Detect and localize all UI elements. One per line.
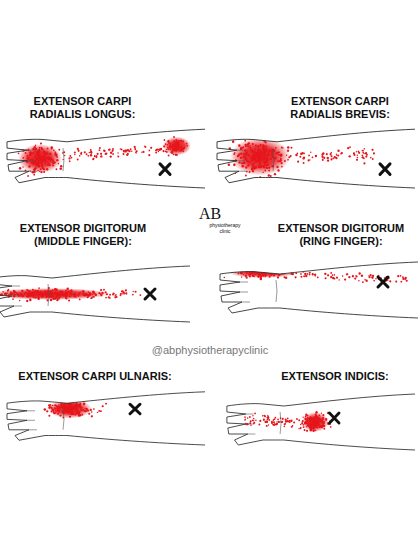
muscle-heading: EXTENSOR DIGITORUM (MIDDLE FINGER):	[8, 222, 158, 248]
trigger-point-x	[130, 404, 140, 414]
forearm-figure	[7, 129, 205, 188]
pain-pattern	[0, 287, 141, 302]
forearm-figure	[217, 129, 415, 188]
muscle-heading: EXTENSOR CARPI ULNARIS:	[10, 370, 180, 383]
forearm-figure	[227, 394, 415, 450]
pain-pattern	[44, 398, 107, 419]
forearm-figure	[220, 262, 418, 318]
pain-pattern	[228, 137, 375, 179]
muscle-heading: EXTENSOR DIGITORUM (RING FINGER):	[266, 222, 416, 248]
watermark: @abphysiotherapyclinic	[95, 344, 325, 356]
muscle-heading: EXTENSOR CARPI RADIALIS BREVIS:	[275, 95, 405, 121]
trigger-point-x	[380, 164, 390, 175]
pain-pattern	[244, 411, 331, 432]
forearm-figure	[7, 392, 205, 445]
trigger-point-x	[378, 277, 388, 287]
pain-pattern	[18, 136, 191, 177]
trigger-point-x	[145, 289, 155, 299]
logo-subtitle: physiotherapy clinic	[208, 223, 242, 234]
trigger-point-x	[160, 164, 170, 175]
muscle-heading: EXTENSOR INDICIS:	[265, 370, 405, 383]
forearm-figure	[0, 266, 190, 322]
muscle-heading: EXTENSOR CARPI RADIALIS LONGUS:	[20, 95, 145, 121]
logo-letters: AB	[190, 206, 230, 222]
trigger-point-x	[330, 413, 340, 423]
